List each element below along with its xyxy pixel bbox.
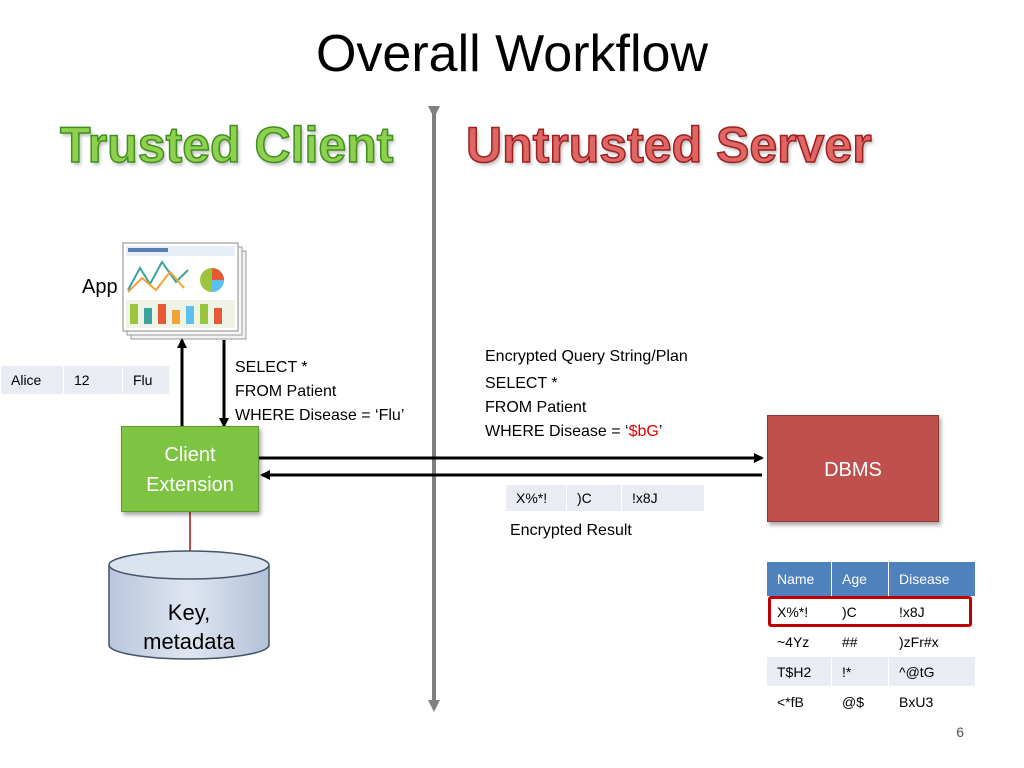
enc-query-line2: FROM Patient (485, 399, 587, 416)
table-cell: X%*! (766, 596, 832, 627)
table-cell: )zFr#x (888, 626, 976, 657)
encrypted-value: $bG (628, 423, 659, 440)
plaintext-result-row: Alice 12 Flu (0, 365, 170, 395)
dbms-label: DBMS (824, 459, 882, 481)
header-name: Name (766, 561, 832, 597)
dbms-box: DBMS (767, 415, 939, 522)
encrypted-patient-table: Name Age Disease X%*! )C !x8J ~4Yz ## )z… (766, 561, 976, 717)
app-thumbnail (122, 242, 247, 340)
enc-query-line1: SELECT * (485, 375, 558, 392)
encrypted-query-caption: Encrypted Query String/Plan (485, 348, 688, 365)
table-cell: T$H2 (766, 656, 832, 687)
key-metadata-label: Key, metadata (108, 598, 270, 656)
table-cell: ^@tG (888, 656, 976, 687)
client-extension-line2: Extension (146, 474, 234, 496)
client-extension-box: Client Extension (121, 426, 259, 512)
table-header-row: Name Age Disease (766, 561, 976, 597)
slide-title: Overall Workflow (315, 25, 708, 83)
encrypted-result-row: X%*! )C !x8J (505, 484, 705, 512)
untrusted-server-heading: Untrusted Server (465, 116, 872, 174)
client-extension-line1: Client (164, 444, 216, 466)
table-cell: ## (831, 626, 889, 657)
enc-name-cell: X%*! (505, 484, 567, 512)
enc-age-cell: )C (566, 484, 622, 512)
matched-row-highlight (768, 596, 972, 627)
table-row: T$H2 !* ^@tG (766, 656, 976, 687)
table-row: ~4Yz ## )zFr#x (766, 626, 976, 657)
table-cell: )C (831, 596, 889, 627)
encrypted-result-label: Encrypted Result (510, 522, 632, 539)
table-cell: !* (831, 656, 889, 687)
table-row: <*fB @$ BxU3 (766, 686, 976, 717)
enc-query-line3-suffix: ’ (658, 423, 663, 440)
table-cell: ~4Yz (766, 626, 832, 657)
enc-disease-cell: !x8J (621, 484, 705, 512)
app-label: App (82, 276, 118, 298)
plain-query-line3: WHERE Disease = ‘Flu’ (235, 407, 405, 424)
header-age: Age (831, 561, 889, 597)
table-cell: BxU3 (888, 686, 976, 717)
page-number: 6 (956, 724, 964, 740)
plain-query-line2: FROM Patient (235, 383, 337, 400)
header-disease: Disease (888, 561, 976, 597)
table-cell: !x8J (888, 596, 976, 627)
table-cell: @$ (831, 686, 889, 717)
key-label-line1: Key, (167, 600, 211, 625)
plain-name-cell: Alice (0, 365, 64, 395)
table-row: X%*! )C !x8J (766, 596, 976, 627)
plain-disease-cell: Flu (122, 365, 170, 395)
plain-age-cell: 12 (63, 365, 123, 395)
plaintext-query: SELECT * FROM Patient WHERE Disease = ‘F… (235, 356, 404, 428)
key-metadata-cylinder (108, 550, 270, 660)
plain-query-line1: SELECT * (235, 359, 308, 376)
trusted-client-heading: Trusted Client (59, 116, 394, 174)
enc-query-line3-prefix: WHERE Disease = ‘ (485, 423, 629, 440)
enc-query-line3: WHERE Disease = ‘$bG’ (485, 420, 662, 444)
table-cell: <*fB (766, 686, 832, 717)
encrypted-query: SELECT * FROM Patient WHERE Disease = ‘$… (485, 372, 662, 444)
key-label-line2: metadata (143, 629, 235, 654)
